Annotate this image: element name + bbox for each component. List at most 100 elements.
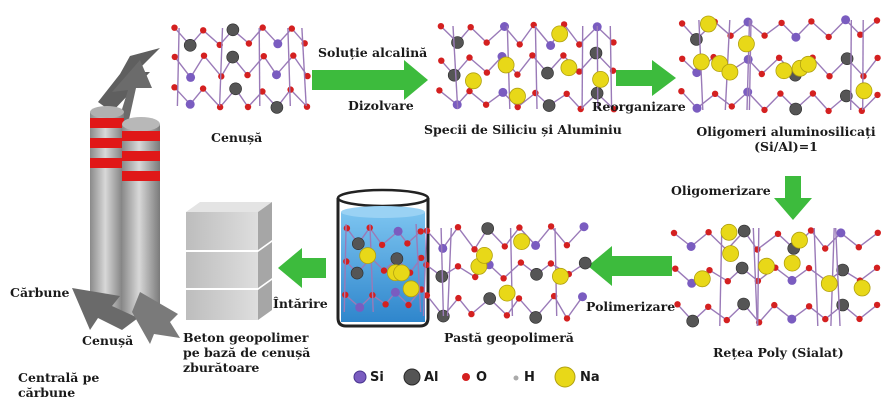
- o-atom: [516, 224, 523, 231]
- ash-output-arrow-icon: [132, 292, 180, 344]
- na-atom: [509, 87, 526, 105]
- label-oligomerizare: Oligomerizare: [671, 183, 771, 198]
- o-atom: [466, 54, 473, 61]
- na-atom: [551, 25, 569, 43]
- si-atom: [531, 240, 541, 250]
- label-beton-line3: zburătoare: [183, 360, 260, 375]
- o-atom: [466, 87, 473, 95]
- legend-si-label: Si: [370, 370, 384, 385]
- legend-si-marker: [353, 370, 367, 384]
- o-atom: [423, 261, 430, 269]
- label-carbune: Cărbune: [10, 285, 70, 300]
- al-atom: [390, 252, 404, 266]
- legend-o-label: O: [476, 370, 488, 385]
- o-atom: [777, 90, 784, 97]
- na-atom: [722, 245, 739, 263]
- bond: [756, 233, 779, 251]
- bond: [509, 227, 514, 317]
- legend-h-marker: [513, 375, 519, 381]
- o-atom: [423, 292, 431, 299]
- label-oligomeri: Oligomeri aluminosilicați (Si/Al)=1: [686, 124, 886, 154]
- bond: [440, 227, 445, 317]
- o-atom: [610, 39, 617, 46]
- o-atom: [471, 246, 478, 253]
- na-atom: [820, 275, 838, 293]
- smoke-up-arrow-icon: [112, 60, 152, 124]
- al-atom: [839, 89, 853, 103]
- o-atom: [670, 229, 678, 237]
- o-atom: [857, 31, 864, 38]
- o-atom: [805, 264, 813, 272]
- si-atom: [546, 41, 556, 50]
- bond: [292, 55, 309, 77]
- o-atom: [825, 33, 832, 41]
- o-atom: [514, 71, 521, 78]
- o-atom: [515, 295, 523, 302]
- al-atom: [226, 50, 239, 64]
- bond: [246, 55, 265, 76]
- al-atom: [483, 292, 497, 305]
- legend-na-label: Na: [580, 370, 600, 385]
- bond: [752, 227, 758, 327]
- bond: [813, 227, 819, 327]
- si-atom: [185, 99, 195, 109]
- bond: [503, 262, 522, 279]
- o-atom: [260, 53, 267, 60]
- label-centrala-line1: Centrală pe: [18, 370, 100, 385]
- al-atom: [735, 261, 749, 275]
- bond: [708, 231, 728, 251]
- al-atom: [529, 311, 543, 324]
- o-atom: [858, 107, 865, 115]
- si-atom: [787, 314, 797, 324]
- arrow-polimerizare-icon: [588, 246, 672, 286]
- al-atom: [578, 256, 592, 270]
- bond: [343, 223, 347, 313]
- si-atom: [787, 275, 797, 285]
- o-atom: [468, 310, 475, 318]
- o-atom: [532, 89, 539, 97]
- bond: [176, 27, 180, 107]
- na-atom: [359, 247, 377, 265]
- bond: [516, 54, 533, 76]
- si-atom: [579, 222, 589, 232]
- o-atom: [822, 315, 829, 323]
- si-atom: [186, 72, 196, 82]
- o-atom: [809, 90, 817, 97]
- o-atom: [874, 229, 881, 236]
- bond: [457, 297, 472, 315]
- na-atom: [721, 63, 739, 81]
- na-atom: [738, 35, 755, 53]
- al-atom: [737, 224, 751, 238]
- bond: [202, 29, 221, 46]
- bond: [452, 25, 459, 110]
- si-atom: [686, 242, 696, 251]
- o-atom: [438, 57, 445, 64]
- bond: [859, 304, 878, 320]
- bond: [550, 225, 568, 246]
- o-atom: [304, 72, 311, 80]
- na-atom: [464, 72, 482, 90]
- bond: [469, 90, 487, 106]
- o-atom: [874, 91, 881, 99]
- o-atom: [728, 103, 735, 110]
- o-atom: [576, 68, 583, 75]
- o-atom: [378, 241, 386, 249]
- bond: [506, 297, 520, 316]
- bond: [470, 26, 488, 44]
- na-atom: [498, 284, 516, 302]
- bond: [758, 304, 775, 323]
- o-atom: [758, 70, 765, 78]
- al-atom: [789, 102, 803, 116]
- o-atom: [290, 52, 297, 59]
- bond: [763, 93, 781, 111]
- bond: [861, 94, 878, 112]
- o-atom: [455, 294, 462, 302]
- o-atom: [288, 25, 295, 32]
- o-atom: [706, 267, 713, 274]
- bond: [369, 223, 374, 313]
- label-centrala-line2: cărbune: [18, 385, 76, 400]
- label-reorganizare: Reorganizare: [592, 99, 686, 114]
- bond: [764, 22, 783, 37]
- o-atom: [678, 88, 685, 95]
